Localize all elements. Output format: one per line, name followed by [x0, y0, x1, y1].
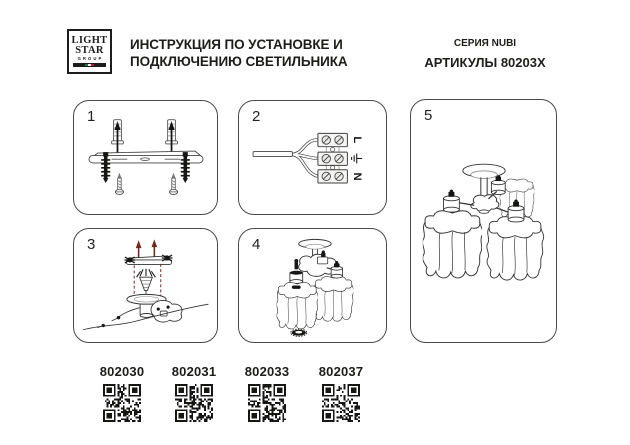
up-arrow-icon [135, 239, 158, 259]
fixture-arms [459, 190, 510, 214]
wire-lines [291, 138, 318, 178]
socket-icon [507, 199, 525, 223]
article-item: 802033 [231, 364, 303, 422]
step-panel-5: 5 [410, 99, 557, 343]
article-item: 802037 [305, 364, 377, 422]
socket-icon [443, 189, 460, 213]
series-name: СЕРИЯ NUBI [453, 38, 517, 49]
logo-flag [73, 63, 106, 67]
article-code: 802031 [171, 364, 217, 379]
qr-code [103, 384, 141, 422]
screw-head-icon [124, 256, 136, 264]
cloud-shade-icon [486, 216, 545, 281]
page-title: ИНСТРУКЦИЯ ПО УСТАНОВКЕ И ПОДКЛЮЧЕНИЮ СВ… [130, 36, 348, 70]
logo-light: LIGHT [71, 35, 108, 47]
lightstar-logo: LIGHT STAR GROUP [67, 29, 112, 74]
shade-assembly-illustration [276, 238, 354, 337]
step-number-2: 2 [252, 108, 261, 125]
cloud-shade-icon [313, 276, 354, 322]
locking-ring-icon [290, 328, 308, 337]
canopy-icon [462, 163, 506, 202]
cloud-shade-icon [422, 210, 483, 279]
screw-icon [168, 172, 179, 195]
step-number-1: 1 [87, 108, 96, 125]
article-item: 802031 [158, 364, 230, 422]
article-item: 802030 [86, 364, 158, 422]
article-code: 802033 [244, 364, 290, 379]
article-code: 802030 [99, 364, 145, 379]
wire-bundle [136, 268, 156, 278]
power-cable-icon [252, 151, 293, 157]
mounting-bracket-icon [88, 150, 204, 164]
screw-icon [114, 172, 125, 195]
qr-code [248, 384, 286, 422]
step-number-5: 5 [424, 107, 433, 124]
alignment-guides [133, 263, 162, 298]
logo-star: STAR [75, 44, 104, 56]
step-number-4: 4 [252, 236, 261, 253]
socket-icon [330, 261, 343, 279]
bolt-icon [294, 258, 299, 270]
assembled-chandelier-illustration [422, 163, 545, 281]
hub-outline [470, 194, 500, 213]
wall-anchor-icon [111, 119, 124, 154]
fixing-screw-icon [101, 152, 111, 184]
qr-code [175, 384, 213, 422]
step-panel-1: 1 [73, 100, 218, 215]
line-label: L [351, 136, 363, 143]
logo-group: GROUP [77, 56, 104, 62]
terminal-block-icon [317, 132, 348, 184]
title-line-1: ИНСТРУКЦИЯ ПО УСТАНОВКЕ И [130, 37, 343, 52]
article-code: 802037 [318, 364, 364, 379]
earth-symbol [351, 153, 363, 164]
qr-code [322, 384, 360, 422]
fixture-mounting-illustration [82, 239, 209, 331]
step-number-3: 3 [87, 236, 96, 253]
fixing-screw-icon [180, 152, 190, 184]
terminal-wiring-illustration: L N [252, 132, 363, 184]
canopy-icon [298, 238, 332, 259]
step-panel-4: 4 [238, 228, 387, 343]
socket-icon [289, 270, 304, 284]
bracket-anchors-illustration [88, 119, 204, 195]
step-panel-2: 2 [238, 100, 387, 215]
screw-head-icon [161, 254, 173, 262]
articles-heading: АРТИКУЛЫ 80203X [424, 55, 546, 70]
series-block: СЕРИЯ NUBI АРТИКУЛЫ 80203X [418, 38, 552, 70]
neutral-label: N [351, 173, 363, 181]
cloud-shade-icon [276, 282, 318, 330]
shade-slot [291, 285, 301, 289]
title-line-2: ПОДКЛЮЧЕНИЮ СВЕТИЛЬНИКА [130, 54, 348, 69]
fixture-arm-sketch [118, 307, 141, 318]
wall-anchor-icon [165, 119, 178, 154]
step-panel-3: 3 [73, 228, 218, 343]
